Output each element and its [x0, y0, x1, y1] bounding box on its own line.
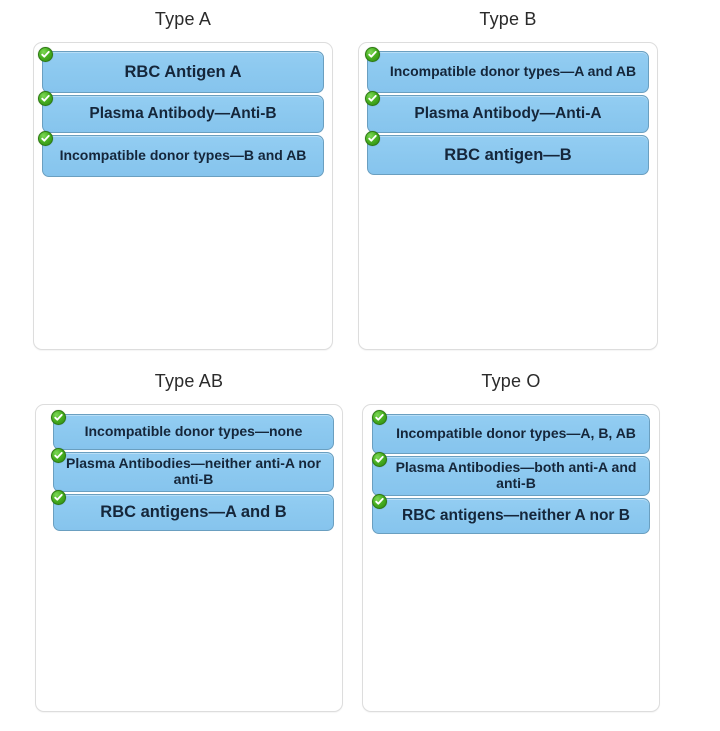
panel-group-type-ab: Type AB Incompatible donor types—none — [35, 370, 343, 712]
list-item-label: Incompatible donor types—A, B, AB — [396, 425, 636, 442]
check-circle-icon — [38, 47, 53, 62]
list-item[interactable]: Plasma Antibody—Anti-A — [365, 91, 649, 133]
check-circle-icon — [372, 410, 387, 425]
list-item[interactable]: RBC antigens—A and B — [51, 490, 334, 531]
list-item[interactable]: Plasma Antibody—Anti-B — [38, 91, 324, 133]
list-item-label: Plasma Antibodies—neither anti-A nor ant… — [66, 455, 321, 487]
list-item-label: RBC antigens—neither A nor B — [402, 507, 630, 525]
check-circle-icon — [51, 490, 66, 505]
check-circle-icon — [372, 452, 387, 467]
list-item-label: Plasma Antibody—Anti-B — [89, 105, 277, 123]
list-item-label: Incompatible donor types—none — [84, 423, 303, 440]
check-circle-icon — [51, 448, 66, 463]
panel-type-a[interactable]: RBC Antigen A Plasma Antibody—Anti-B — [33, 42, 333, 350]
panel-type-o[interactable]: Incompatible donor types—A, B, AB Plasma… — [362, 404, 660, 712]
panel-title-type-a: Type A — [154, 9, 212, 29]
list-item[interactable]: RBC antigens—neither A nor B — [372, 494, 650, 534]
panel-group-type-a: Type A RBC Antigen A — [33, 8, 333, 350]
list-item-label: Incompatible donor types—B and AB — [59, 147, 307, 164]
list-item-label: RBC Antigen A — [124, 62, 242, 81]
check-circle-icon — [38, 131, 53, 146]
check-circle-icon — [365, 131, 380, 146]
check-circle-icon — [38, 91, 53, 106]
list-item-label: Plasma Antibody—Anti-A — [414, 105, 602, 123]
panel-group-type-o: Type O Incompatible donor types—A, B, AB — [362, 370, 660, 712]
list-item[interactable]: Plasma Antibodies—neither anti-A nor ant… — [51, 448, 334, 492]
list-item[interactable]: Incompatible donor types—A and AB — [365, 47, 649, 93]
list-item[interactable]: RBC Antigen A — [38, 47, 324, 93]
panel-title-type-ab: Type AB — [154, 371, 224, 391]
panel-type-ab[interactable]: Incompatible donor types—none Plasma Ant… — [35, 404, 343, 712]
list-item[interactable]: Incompatible donor types—A, B, AB — [372, 410, 650, 454]
list-item[interactable]: Plasma Antibodies—both anti-A and anti-B — [372, 452, 650, 496]
panel-title-type-b: Type B — [479, 9, 537, 29]
list-item-label: Plasma Antibodies—both anti-A and anti-B — [395, 459, 637, 491]
check-circle-icon — [365, 91, 380, 106]
panel-group-type-b: Type B Incompatible donor types—A and AB — [358, 8, 658, 350]
check-circle-icon — [365, 47, 380, 62]
list-item[interactable]: Incompatible donor types—B and AB — [38, 131, 324, 177]
list-item-label: RBC antigens—A and B — [100, 503, 287, 522]
bar-list-type-b: Incompatible donor types—A and AB Plasma… — [365, 47, 649, 175]
bar-list-type-o: Incompatible donor types—A, B, AB Plasma… — [372, 410, 650, 534]
list-item[interactable]: RBC antigen—B — [365, 131, 649, 175]
list-item-label: Incompatible donor types—A and AB — [389, 63, 637, 80]
panel-title-type-o: Type O — [481, 371, 541, 391]
bar-list-type-ab: Incompatible donor types—none Plasma Ant… — [51, 410, 334, 531]
check-circle-icon — [51, 410, 66, 425]
panel-type-b[interactable]: Incompatible donor types—A and AB Plasma… — [358, 42, 658, 350]
bar-list-type-a: RBC Antigen A Plasma Antibody—Anti-B — [38, 47, 324, 177]
list-item-label: RBC antigen—B — [444, 145, 572, 164]
check-circle-icon — [372, 494, 387, 509]
list-item[interactable]: Incompatible donor types—none — [51, 410, 334, 450]
